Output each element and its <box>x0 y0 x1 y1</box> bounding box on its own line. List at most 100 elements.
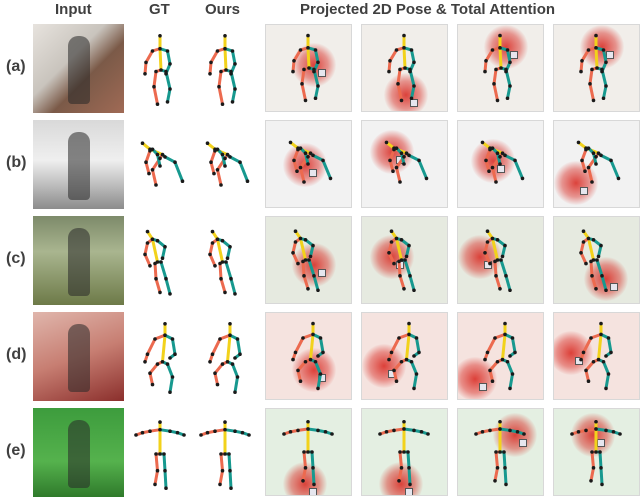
joint-dot <box>599 243 603 248</box>
joint-dot <box>150 168 155 172</box>
left-thigh-bone <box>499 258 508 278</box>
joint-dot <box>488 428 492 433</box>
joint-dot <box>303 151 308 155</box>
joint-dot <box>217 84 221 89</box>
projected-skeleton <box>579 229 608 293</box>
joint-dot <box>596 151 601 155</box>
left-shin-bone <box>609 158 620 180</box>
joint-dot <box>301 479 305 483</box>
joint-dot <box>494 180 498 184</box>
joint-dot <box>595 258 599 262</box>
joint-dot <box>589 479 593 483</box>
joint-dot <box>397 259 401 264</box>
joint-dot <box>312 274 316 278</box>
query-joint-marker <box>610 282 619 291</box>
joint-dot <box>505 359 510 364</box>
joint-dot <box>488 368 492 373</box>
joint-dot <box>579 69 583 74</box>
joint-dot <box>158 164 162 168</box>
left-thigh-bone <box>227 452 232 473</box>
right-upper-arm-bone <box>292 148 300 162</box>
joint-dot <box>220 102 225 106</box>
joint-dot <box>303 98 308 103</box>
joint-dot <box>316 386 320 391</box>
joint-dot <box>170 375 175 379</box>
joint-dot <box>487 169 491 173</box>
joint-dot <box>296 368 300 373</box>
right-upper-arm-bone <box>388 48 398 63</box>
left-thigh-bone <box>502 450 507 470</box>
right-forearm-bone <box>579 251 588 266</box>
right-upper-arm-bone <box>388 148 396 162</box>
right-upper-arm-bone <box>580 48 590 63</box>
projected-skeleton <box>282 419 334 487</box>
joint-dot <box>158 290 162 295</box>
joint-dot <box>147 171 151 176</box>
spine-bone <box>498 46 503 70</box>
left-forearm-bone <box>221 153 227 168</box>
left-shin-bone <box>316 372 322 390</box>
joint-dot <box>301 336 305 340</box>
joint-dot <box>387 251 391 255</box>
joint-dot <box>583 169 587 173</box>
joint-dot <box>402 287 406 291</box>
right-shin-bone <box>153 469 159 486</box>
right-forearm-bone <box>388 158 395 173</box>
joint-dot <box>175 430 180 435</box>
joint-dot <box>155 152 160 157</box>
joint-dot <box>293 240 298 244</box>
joint-dot <box>404 254 409 259</box>
left-shin-bone <box>233 375 239 394</box>
joint-dot <box>296 428 300 433</box>
joint-dot <box>228 155 232 159</box>
joint-dot <box>311 321 315 326</box>
joint-dot <box>594 450 598 454</box>
right-thigh-bone <box>493 259 498 278</box>
joint-dot <box>498 450 502 454</box>
joint-dot <box>224 260 228 264</box>
joint-dot <box>402 427 406 431</box>
joint-dot <box>483 69 487 74</box>
left-forearm-bone <box>309 244 315 258</box>
left-forearm-bone <box>226 245 232 260</box>
joint-dot <box>140 141 145 145</box>
gt-skeleton <box>140 141 185 187</box>
projected-skeleton <box>474 419 526 487</box>
joint-dot <box>228 245 232 249</box>
left-shin-bone <box>508 372 514 390</box>
left-thigh-bone <box>307 258 316 278</box>
gt-skeleton <box>143 229 172 296</box>
right-upper-arm-bone <box>143 241 149 256</box>
spine-bone <box>216 237 224 264</box>
joint-dot <box>229 276 233 281</box>
joint-dot <box>505 48 510 52</box>
joint-dot <box>598 450 602 454</box>
right-forearm-bone <box>483 59 488 74</box>
attention-thumbnail <box>457 312 544 400</box>
left-shin-bone <box>412 372 418 390</box>
joint-dot <box>586 379 591 383</box>
joint-dot <box>316 288 320 293</box>
joint-dot <box>500 254 505 259</box>
joint-dot <box>588 82 592 86</box>
joint-dot <box>599 332 603 337</box>
joint-dot <box>576 140 581 145</box>
right-shin-bone <box>492 82 499 102</box>
projected-skeleton <box>378 419 430 487</box>
joint-dot <box>233 292 237 296</box>
joint-dot <box>218 261 222 266</box>
joint-dot <box>505 96 510 101</box>
right-thigh-bone <box>300 67 306 86</box>
left-thigh-bone <box>163 155 177 164</box>
right-forearm-bone <box>291 251 300 266</box>
joint-dot <box>403 66 407 70</box>
joint-dot <box>485 350 490 355</box>
joint-dot <box>490 165 495 170</box>
left-shin-bone <box>513 158 524 180</box>
left-upper-arm-bone <box>314 48 320 64</box>
person-silhouette <box>68 228 90 296</box>
joint-dot <box>295 169 299 173</box>
left-shin-bone <box>314 84 320 100</box>
joint-dot <box>417 350 421 355</box>
right-thigh-bone <box>218 262 223 281</box>
